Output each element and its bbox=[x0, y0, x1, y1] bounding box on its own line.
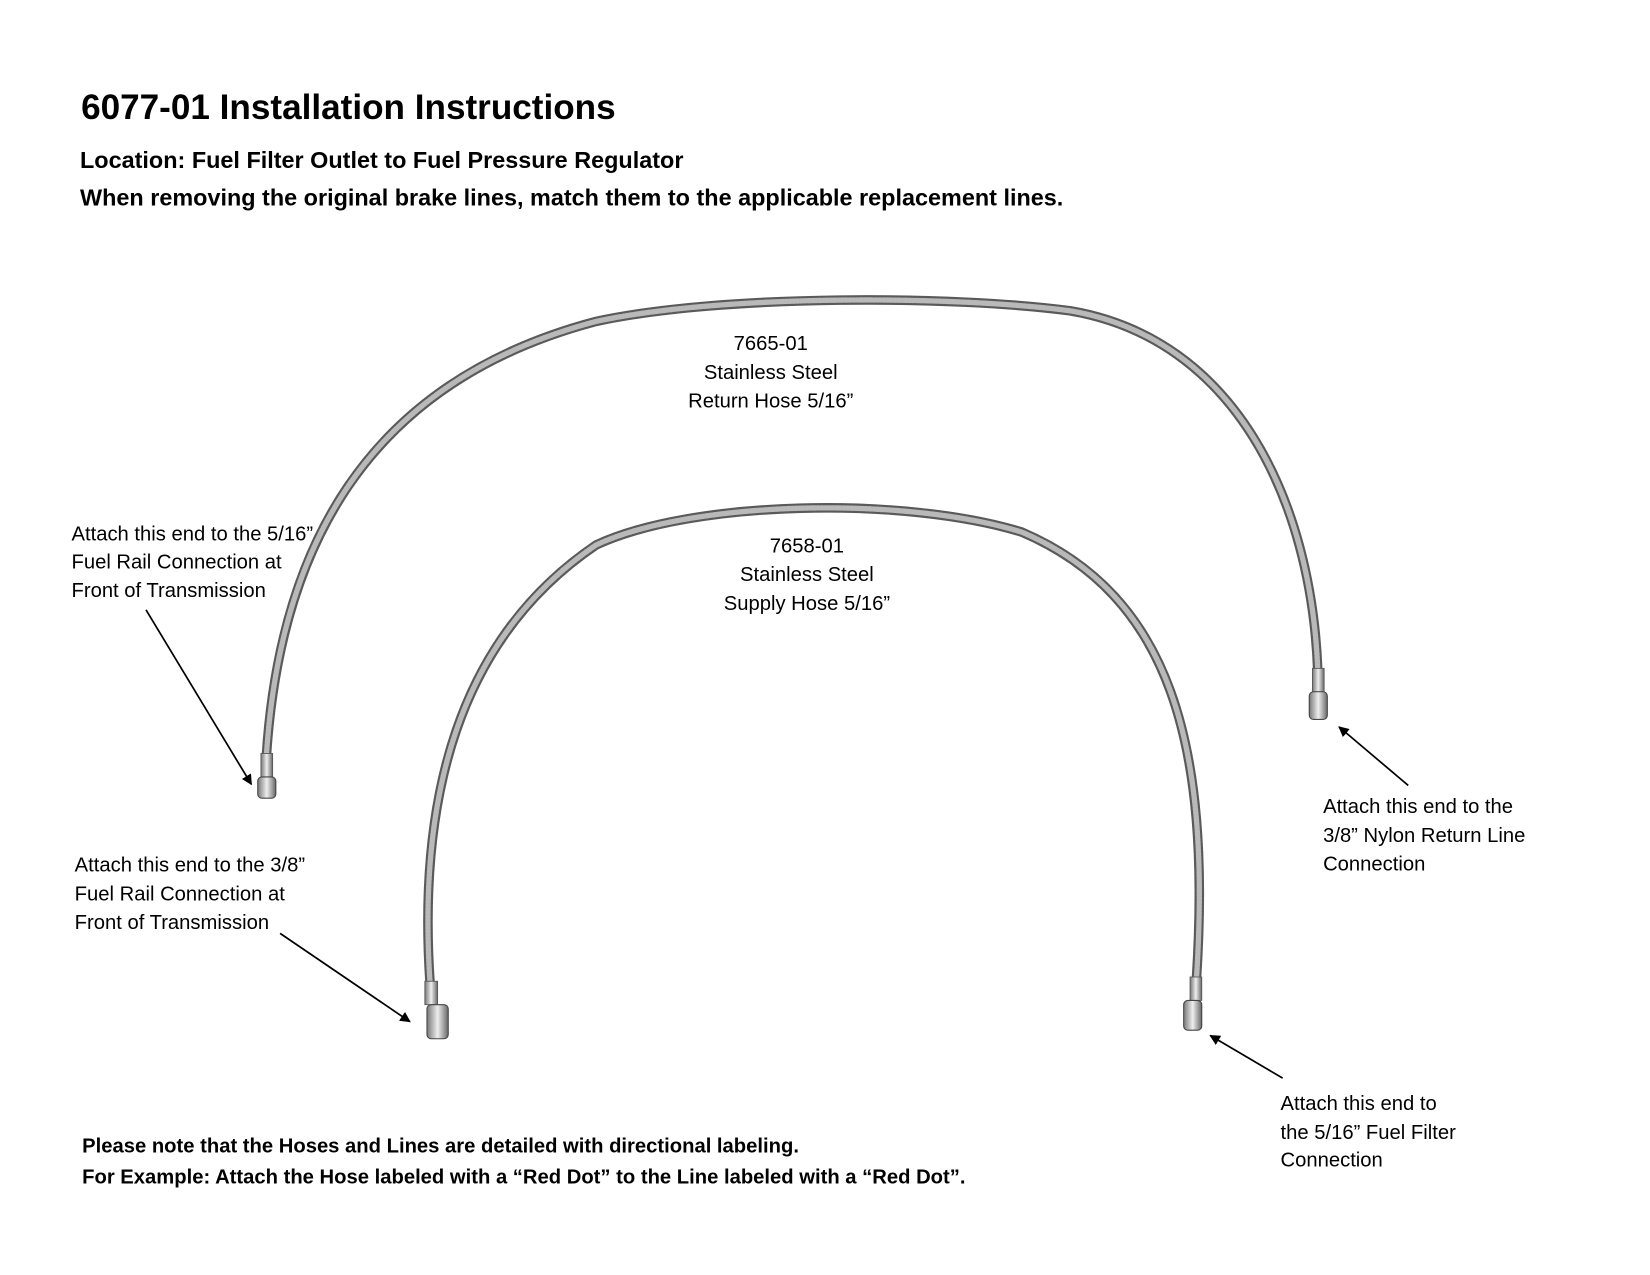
supply-hose-label: 7658-01 Stainless Steel Supply Hose 5/16… bbox=[724, 535, 890, 614]
svg-text:Connection: Connection bbox=[1323, 854, 1425, 876]
instruction-text: When removing the original brake lines, … bbox=[80, 184, 1063, 210]
svg-text:Fuel Rail Connection at: Fuel Rail Connection at bbox=[71, 551, 282, 573]
arrow-icon bbox=[145, 609, 253, 786]
svg-text:Return Hose 5/16”: Return Hose 5/16” bbox=[688, 391, 853, 413]
supply-hose-image bbox=[423, 503, 1205, 1040]
note-line-1: Please note that the Hoses and Lines are… bbox=[82, 1136, 799, 1158]
svg-text:Attach this end to the 5/16”: Attach this end to the 5/16” bbox=[71, 524, 313, 546]
arrow-icon bbox=[1338, 726, 1409, 787]
svg-text:Front of Transmission: Front of Transmission bbox=[71, 580, 265, 602]
note-line-2: For Example: Attach the Hose labeled wit… bbox=[82, 1166, 965, 1188]
svg-text:Attach this end to: Attach this end to bbox=[1281, 1093, 1437, 1115]
callout-supply-right: Attach this end to the 5/16” Fuel Filter… bbox=[1209, 1034, 1457, 1171]
callout-supply-left: Attach this end to the 3/8” Fuel Rail Co… bbox=[75, 855, 411, 1023]
callout-return-right: Attach this end to the 3/8” Nylon Return… bbox=[1323, 726, 1525, 876]
svg-text:Stainless Steel: Stainless Steel bbox=[704, 362, 838, 384]
svg-text:7658-01: 7658-01 bbox=[770, 535, 844, 557]
page-title: 6077-01 Installation Instructions bbox=[81, 88, 616, 127]
location-text: Location: Fuel Filter Outlet to Fuel Pre… bbox=[80, 147, 683, 173]
svg-text:7665-01: 7665-01 bbox=[734, 333, 808, 355]
svg-text:Stainless Steel: Stainless Steel bbox=[740, 564, 874, 586]
svg-text:the 5/16” Fuel Filter: the 5/16” Fuel Filter bbox=[1281, 1122, 1457, 1144]
return-hose-label: 7665-01 Stainless Steel Return Hose 5/16… bbox=[688, 333, 853, 412]
svg-text:Connection: Connection bbox=[1281, 1149, 1383, 1171]
return-hose-image bbox=[257, 295, 1328, 799]
arrow-icon bbox=[1209, 1034, 1284, 1079]
svg-text:Supply Hose 5/16”: Supply Hose 5/16” bbox=[724, 593, 890, 615]
svg-text:Attach this end to the 3/8”: Attach this end to the 3/8” bbox=[75, 855, 305, 877]
svg-text:Front of Transmission: Front of Transmission bbox=[75, 912, 269, 934]
callout-return-left: Attach this end to the 5/16” Fuel Rail C… bbox=[71, 524, 313, 786]
arrow-icon bbox=[279, 932, 411, 1023]
svg-text:3/8” Nylon Return Line: 3/8” Nylon Return Line bbox=[1323, 825, 1525, 847]
svg-text:Fuel Rail Connection at: Fuel Rail Connection at bbox=[75, 883, 286, 905]
svg-text:Attach this end to the: Attach this end to the bbox=[1323, 796, 1513, 818]
